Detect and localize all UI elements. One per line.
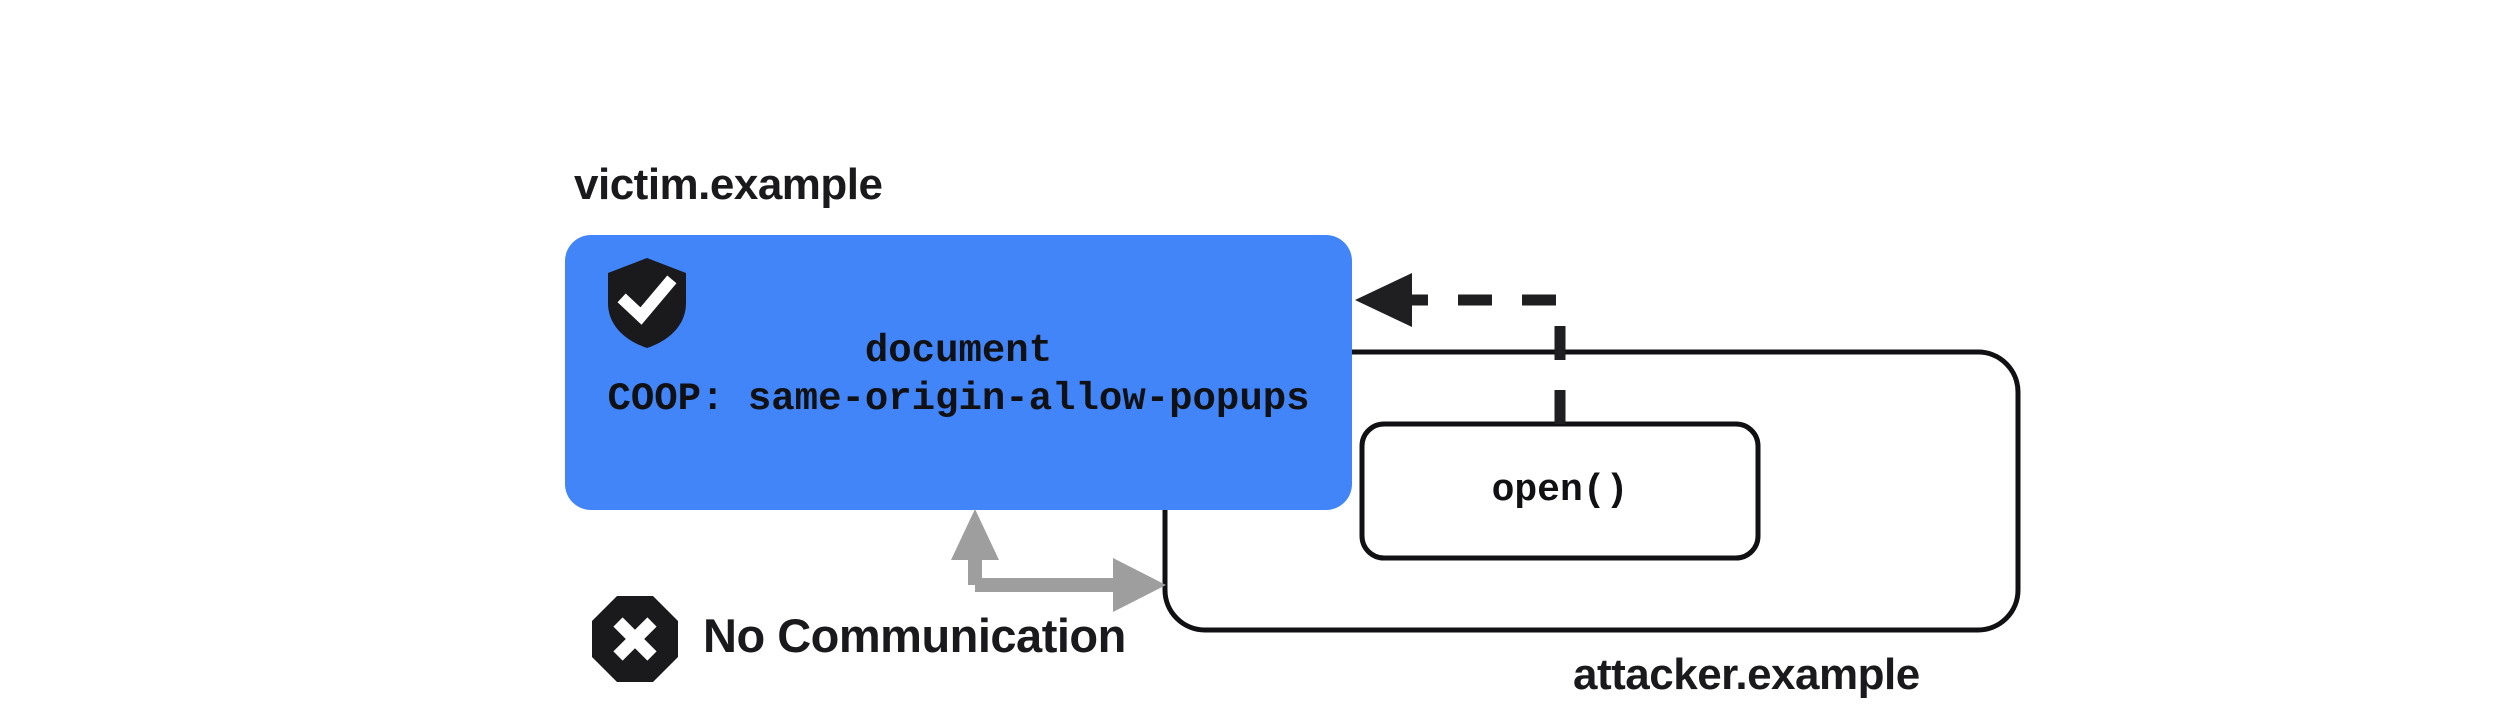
open-call-label: open()	[1491, 469, 1629, 512]
victim-origin-label: victim.example	[574, 160, 883, 209]
document-label: document	[864, 329, 1053, 373]
attacker-origin-label: attacker.example	[1573, 650, 1920, 699]
victim-document-box	[565, 235, 1352, 510]
coop-header-label: COOP: same-origin-allow-popups	[607, 377, 1310, 421]
dashed-arrow-icon	[1410, 294, 1566, 424]
x-octagon-icon	[592, 596, 678, 682]
dashed-arrow-head-icon	[1355, 273, 1412, 327]
no-communication-arrow-head-right-icon	[1113, 558, 1166, 612]
no-communication-arrow-head-up-icon	[951, 509, 999, 560]
no-communication-label: No Communication	[703, 609, 1126, 662]
shield-check-icon	[608, 258, 686, 348]
